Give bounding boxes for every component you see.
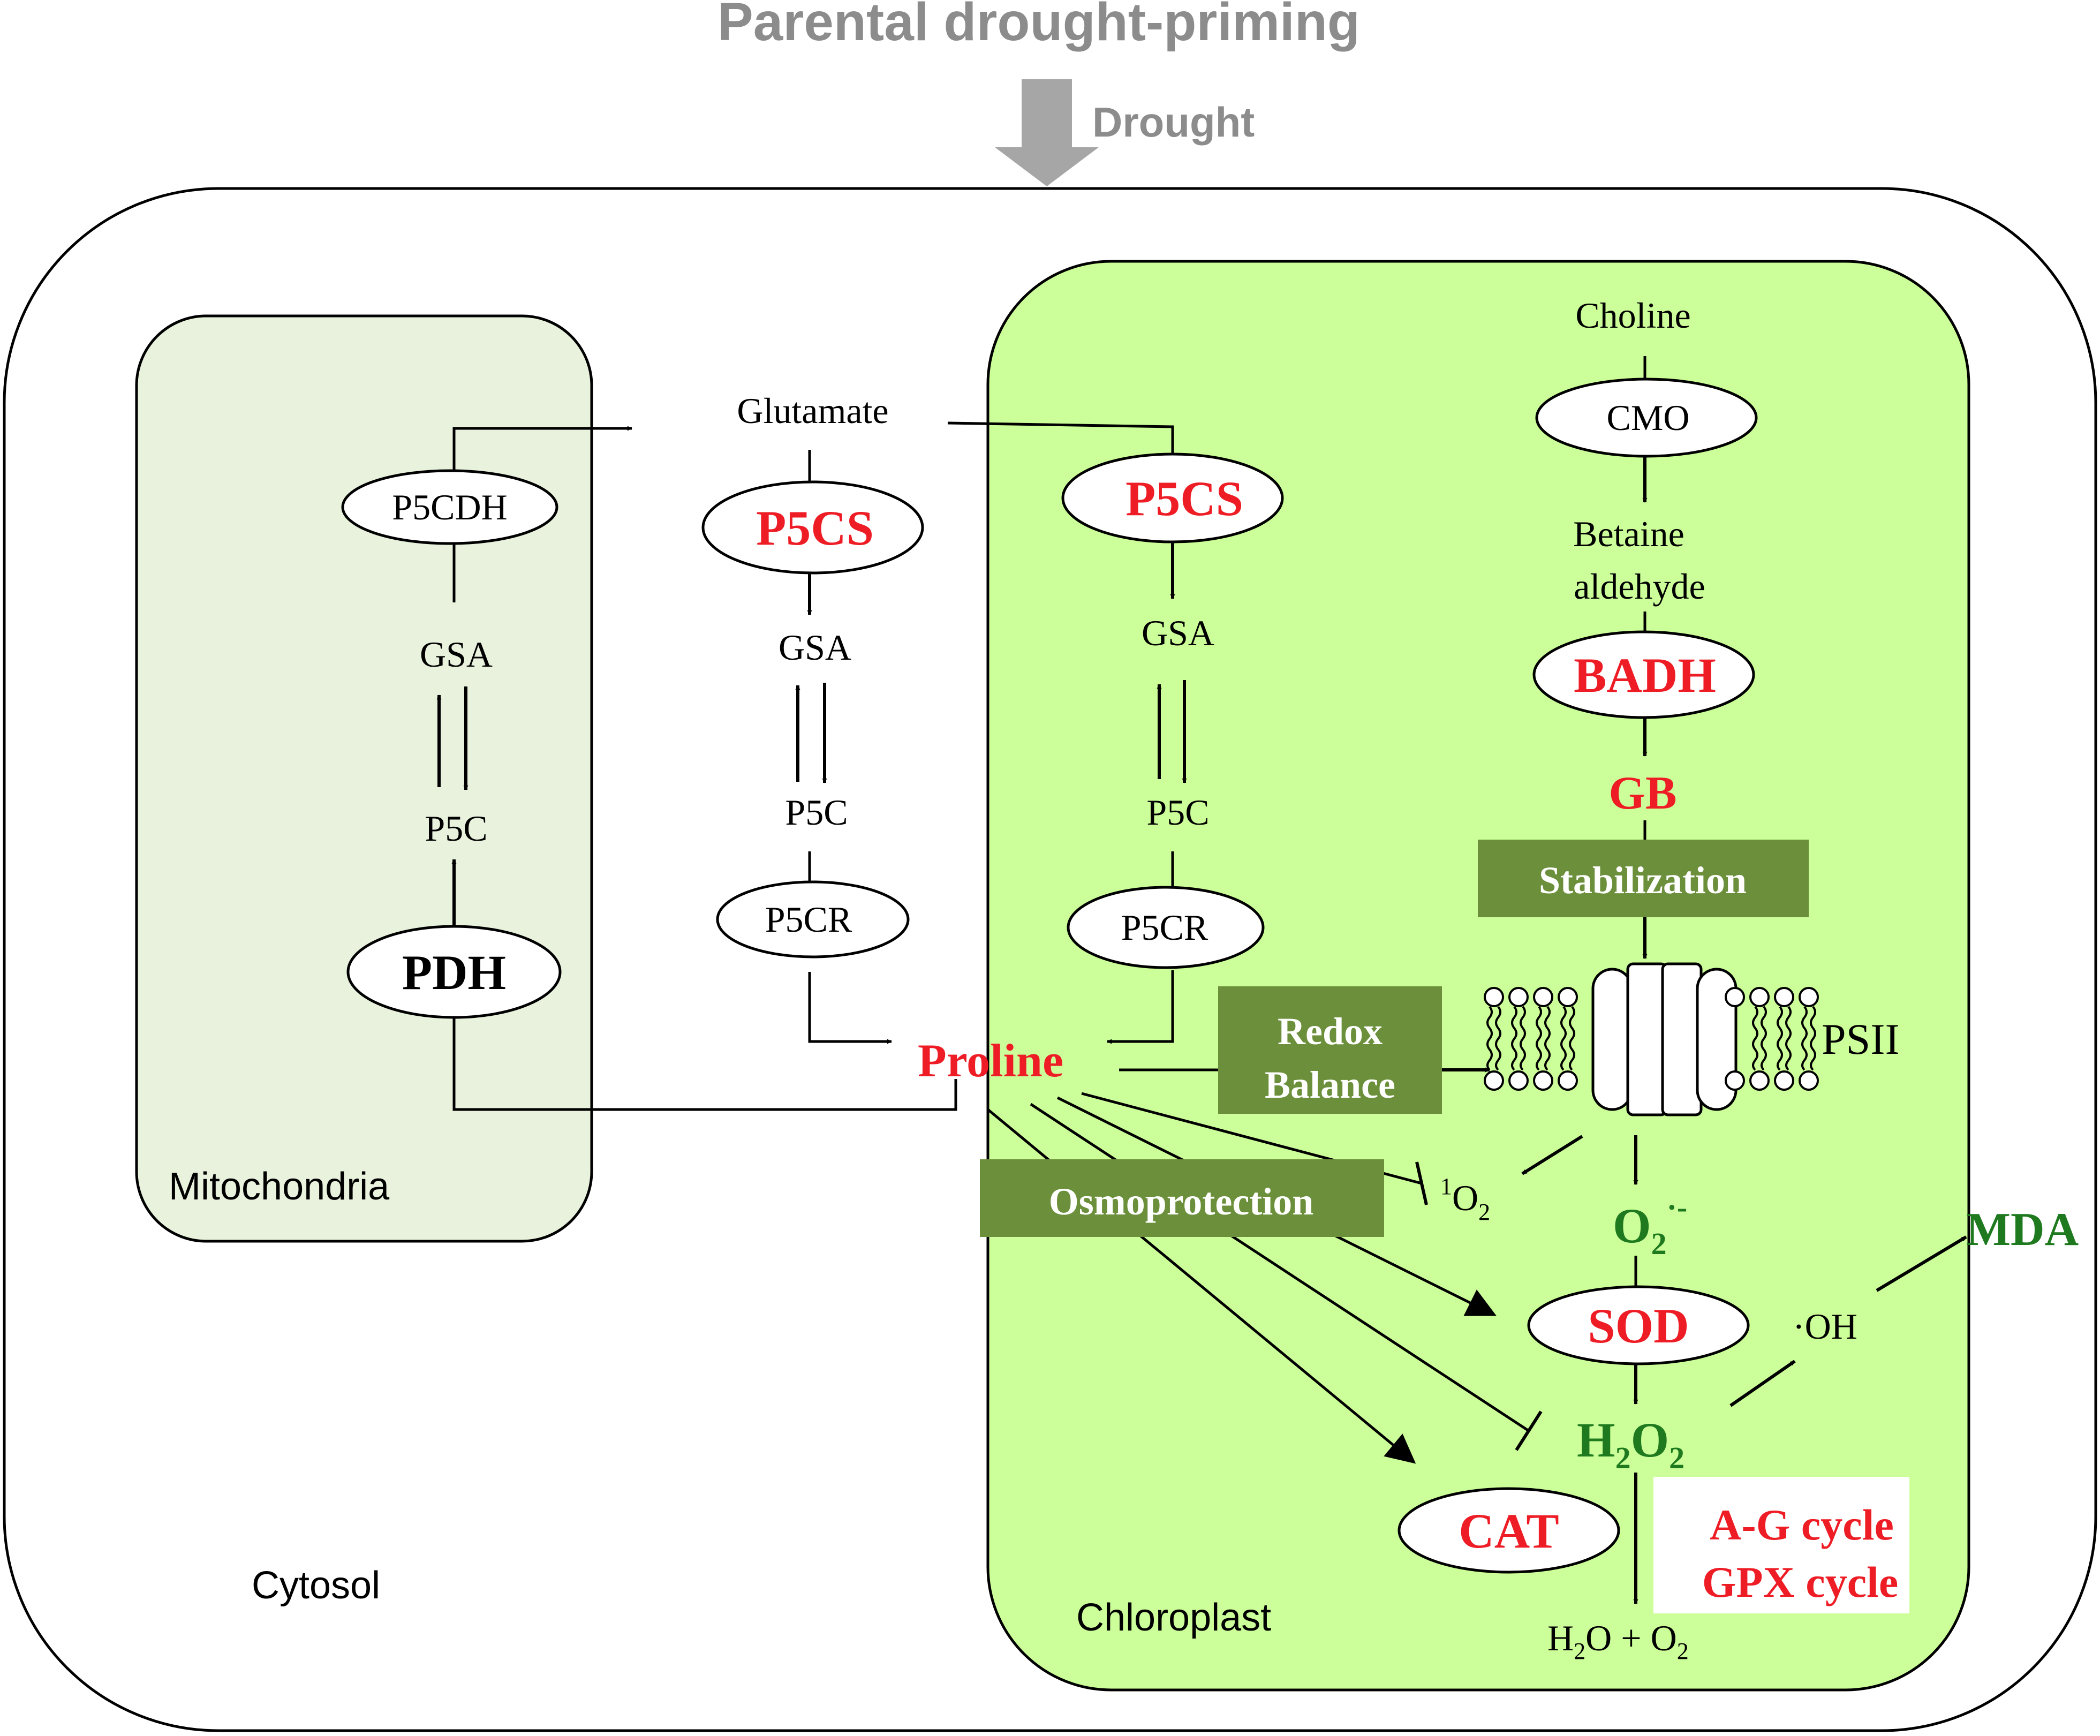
osmoprotection-label: Osmoprotection <box>1049 1180 1314 1223</box>
mitochondria-compartment <box>135 314 593 1243</box>
h2o2-sub1: 2 <box>1615 1440 1631 1475</box>
enzyme-p5cr-cytosol-label: P5CR <box>765 899 852 940</box>
water-sub1: 2 <box>1574 1638 1585 1664</box>
betaine-aldehyde-line1: Betaine <box>1573 514 1684 554</box>
hydroxyl-radical: ·OH <box>1793 1306 1857 1347</box>
arrow-diag <box>1876 1235 1967 1292</box>
connector <box>947 421 1174 454</box>
enzyme-p5cr-chloroplast <box>1067 886 1265 969</box>
singlet-sup: 1 <box>1440 1173 1452 1199</box>
superoxide: O2·- <box>1613 1190 1687 1261</box>
redox-balance-box <box>1218 986 1442 1114</box>
enzyme-pdh-label: PDH <box>402 945 506 1000</box>
ag-cycle-label: A-G cycle <box>1710 1500 1894 1549</box>
mda-label: MDA <box>1966 1204 2079 1256</box>
choline-label: Choline <box>1575 295 1690 336</box>
drought-arrow <box>995 79 1099 186</box>
redox-line2: Balance <box>1265 1063 1395 1106</box>
enzyme-p5cdh-label: P5CDH <box>392 487 507 527</box>
enzyme-p5cr-chloroplast-label: P5CR <box>1121 907 1208 948</box>
cyto-gsa: GSA <box>779 627 851 668</box>
enzyme-cat <box>1398 1487 1620 1574</box>
protein-complex <box>1591 962 1738 1116</box>
lipid-bilayer-right <box>1725 987 1819 1091</box>
connector <box>1107 970 1174 1044</box>
chloro-gsa: GSA <box>1142 613 1214 653</box>
superoxide-sub: 2 <box>1651 1226 1667 1261</box>
proline-label: Proline <box>918 1035 1063 1087</box>
diagram-title: Parental drought-priming <box>717 0 1360 52</box>
psii-label: PSII <box>1822 1015 1900 1063</box>
osmoprotection-box <box>980 1159 1384 1237</box>
redox-line1: Redox <box>1278 1010 1383 1053</box>
enzyme-cmo-label: CMO <box>1607 397 1690 438</box>
cytosol-label: Cytosol <box>252 1564 380 1607</box>
mitochondria-label: Mitochondria <box>169 1165 390 1208</box>
enzyme-p5cs-cytosol <box>701 480 924 575</box>
enzyme-sod <box>1527 1285 1750 1365</box>
chloro-p5c: P5C <box>1146 792 1209 833</box>
h2o2-h: H <box>1577 1413 1615 1467</box>
hydrogen-peroxide: H2O2 <box>1577 1413 1684 1475</box>
water-oxygen: H2O + O2 <box>1547 1618 1689 1664</box>
chloroplast-label: Chloroplast <box>1076 1596 1271 1639</box>
mito-p5c: P5C <box>425 808 487 849</box>
antioxidant-cycles-box <box>1653 1477 1909 1613</box>
connector <box>808 972 892 1044</box>
h2o2-sub2: 2 <box>1669 1440 1684 1475</box>
connector <box>452 426 632 485</box>
superoxide-sup: ·- <box>1667 1190 1688 1225</box>
enzyme-p5cs-cytosol-label: P5CS <box>756 501 874 555</box>
mito-gsa: GSA <box>420 634 493 675</box>
singlet-oxygen: 1O2 <box>1440 1173 1490 1225</box>
superoxide-o: O <box>1613 1198 1651 1253</box>
cyto-p5c: P5C <box>785 792 848 833</box>
h2o2-o: O <box>1631 1413 1670 1467</box>
water-h: H <box>1547 1618 1574 1658</box>
inhibit-bar <box>1515 1410 1543 1451</box>
stabilization-box <box>1478 840 1809 917</box>
singlet-o: O <box>1452 1178 1478 1218</box>
gb-label: GB <box>1608 767 1676 819</box>
stabilization-label: Stabilization <box>1539 859 1747 902</box>
enzyme-badh-label: BADH <box>1574 648 1716 703</box>
enzyme-p5cdh <box>341 469 558 545</box>
lipid-bilayer-left <box>1484 987 1578 1091</box>
inhibit-bar <box>1415 1161 1428 1205</box>
enzyme-sod-label: SOD <box>1588 1299 1689 1353</box>
cyto-glutamate: Glutamate <box>737 390 888 431</box>
connector <box>452 1017 957 1111</box>
arrow-diag <box>1521 1135 1583 1175</box>
psii-icon <box>1484 962 1819 1116</box>
drought-label: Drought <box>1092 99 1255 146</box>
betaine-aldehyde-line2: aldehyde <box>1574 566 1705 607</box>
water-sub2: 2 <box>1677 1638 1689 1664</box>
water-mid: O + O <box>1585 1618 1677 1658</box>
arrow-diag <box>1729 1360 1796 1407</box>
enzyme-cat-label: CAT <box>1459 1504 1559 1558</box>
singlet-sub: 2 <box>1478 1199 1490 1225</box>
enzyme-p5cr-cytosol <box>716 880 910 958</box>
enzyme-p5cs-chloroplast-label: P5CS <box>1125 471 1243 526</box>
gpx-cycle-label: GPX cycle <box>1702 1558 1899 1606</box>
